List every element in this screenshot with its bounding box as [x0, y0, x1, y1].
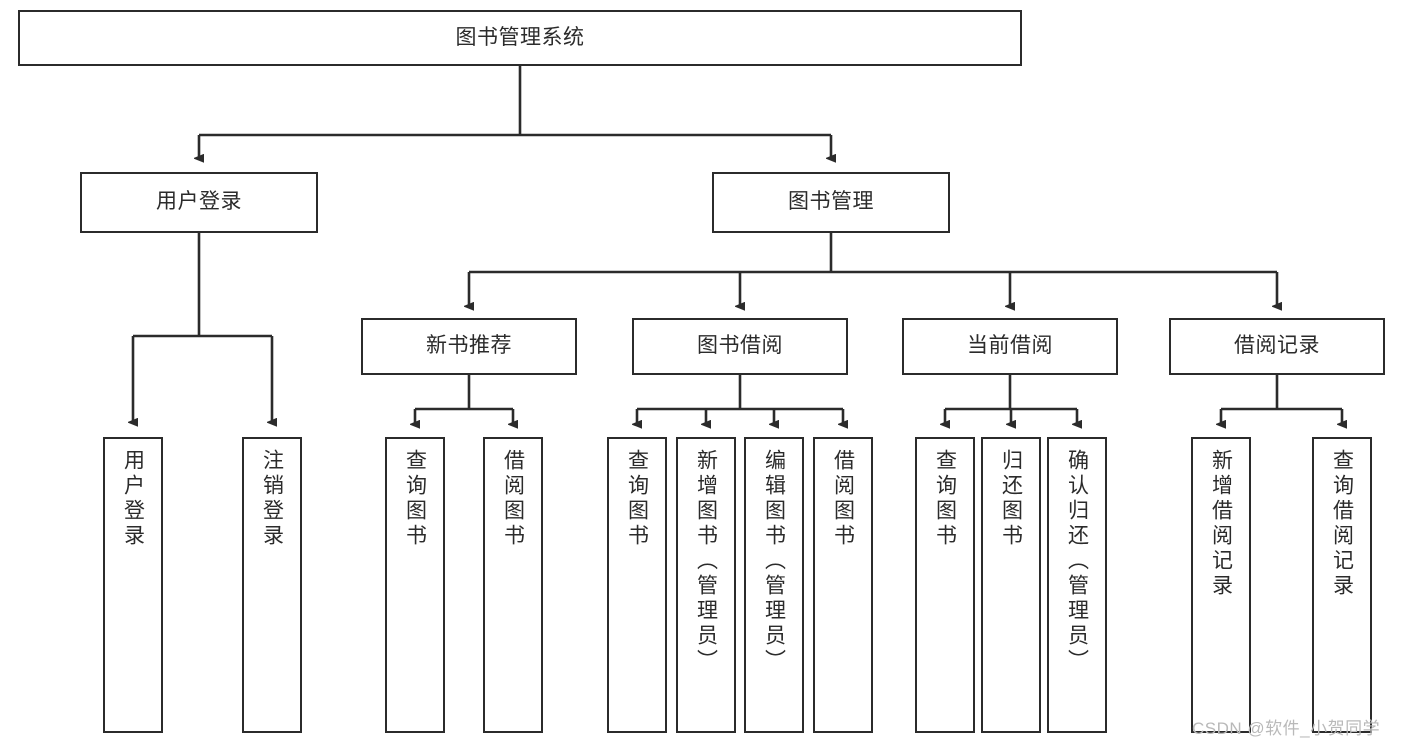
node-leaf-return-book[interactable]: 归还图书	[981, 437, 1041, 733]
node-leaf-user-logout-label: 注销登录	[260, 449, 284, 549]
node-current-borrow[interactable]: 当前借阅	[902, 318, 1118, 375]
node-leaf-borrow-book-2-label: 借阅图书	[831, 449, 855, 549]
node-leaf-confirm-return[interactable]: 确认归还（管理员）	[1047, 437, 1107, 733]
node-current-borrow-label: 当前借阅	[967, 334, 1053, 358]
node-leaf-edit-book[interactable]: 编辑图书（管理员）	[744, 437, 804, 733]
node-root-label: 图书管理系统	[455, 25, 585, 49]
node-leaf-edit-book-label: 编辑图书（管理员）	[762, 449, 786, 674]
node-leaf-user-logout[interactable]: 注销登录	[242, 437, 302, 733]
node-leaf-confirm-return-label: 确认归还（管理员）	[1065, 449, 1089, 674]
node-leaf-add-book[interactable]: 新增图书（管理员）	[676, 437, 736, 733]
node-leaf-query-book-1-label: 查询图书	[403, 449, 427, 549]
node-new-book-recommend-label: 新书推荐	[426, 334, 512, 358]
node-leaf-borrow-book-1[interactable]: 借阅图书	[483, 437, 543, 733]
node-leaf-add-record[interactable]: 新增借阅记录	[1191, 437, 1251, 733]
node-book-manage[interactable]: 图书管理	[712, 172, 950, 233]
node-leaf-borrow-book-2[interactable]: 借阅图书	[813, 437, 873, 733]
node-leaf-user-login-label: 用户登录	[121, 449, 145, 549]
node-book-manage-label: 图书管理	[788, 190, 874, 214]
node-book-borrow[interactable]: 图书借阅	[632, 318, 848, 375]
node-new-book-recommend[interactable]: 新书推荐	[361, 318, 577, 375]
node-leaf-query-record-label: 查询借阅记录	[1330, 449, 1354, 599]
node-user-login[interactable]: 用户登录	[80, 172, 318, 233]
node-leaf-query-book-2[interactable]: 查询图书	[607, 437, 667, 733]
node-leaf-add-record-label: 新增借阅记录	[1209, 449, 1233, 599]
node-leaf-borrow-book-1-label: 借阅图书	[501, 449, 525, 549]
node-borrow-record[interactable]: 借阅记录	[1169, 318, 1385, 375]
node-root[interactable]: 图书管理系统	[18, 10, 1022, 66]
node-leaf-query-book-1[interactable]: 查询图书	[385, 437, 445, 733]
node-leaf-return-book-label: 归还图书	[999, 449, 1023, 549]
node-book-borrow-label: 图书借阅	[697, 334, 783, 358]
node-leaf-query-book-2-label: 查询图书	[625, 449, 649, 549]
node-borrow-record-label: 借阅记录	[1234, 334, 1320, 358]
node-user-login-label: 用户登录	[156, 190, 242, 214]
node-leaf-query-book-3-label: 查询图书	[933, 449, 957, 549]
csdn-watermark: CSDN @软件_小贺同学	[1192, 719, 1381, 738]
node-leaf-user-login[interactable]: 用户登录	[103, 437, 163, 733]
node-leaf-query-book-3[interactable]: 查询图书	[915, 437, 975, 733]
node-leaf-add-book-label: 新增图书（管理员）	[694, 449, 718, 674]
node-leaf-query-record[interactable]: 查询借阅记录	[1312, 437, 1372, 733]
